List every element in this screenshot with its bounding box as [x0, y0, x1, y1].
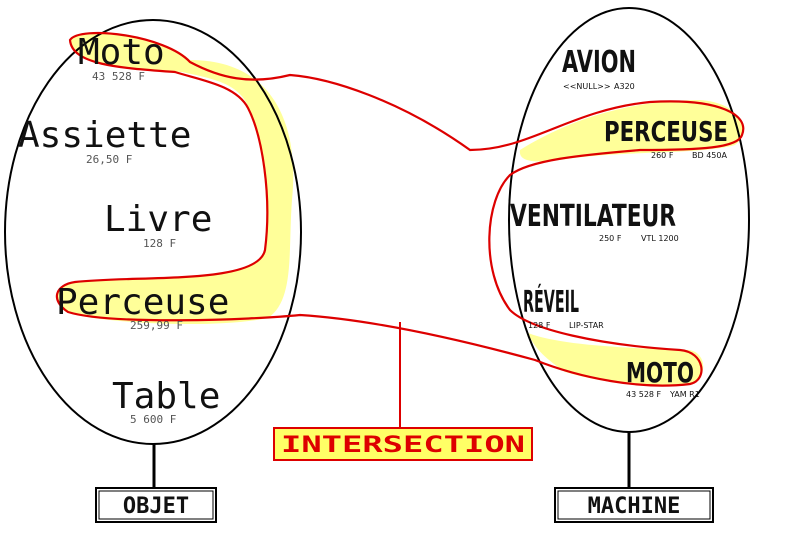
machine-item-name: PERCEUSE — [604, 115, 728, 148]
machine-item-ref: VTL 1200 — [641, 234, 679, 243]
intersection-region-right-top — [519, 100, 743, 162]
intersection-boundary — [55, 31, 745, 387]
machine-item-price: 128 F — [528, 321, 551, 330]
intersection-region-left — [56, 32, 294, 325]
machine-item-ref: BD 450A — [692, 151, 727, 160]
machine-item-price: <<NULL>> — [563, 82, 611, 91]
objet-item-name: Assiette — [18, 115, 191, 156]
machine-item-name: VENTILATEUR — [510, 199, 676, 234]
objet-item-price: 128 F — [143, 237, 176, 250]
machine-label-box — [554, 487, 714, 523]
objet-item-name: Livre — [104, 199, 212, 240]
objet-label: OBJET — [123, 494, 189, 519]
objet-item-price: 26,50 F — [86, 153, 132, 166]
machine-item-ref: YAM R1 — [669, 390, 700, 399]
machine-item-ref: A320 — [614, 82, 635, 91]
objet-item-name: Moto — [78, 32, 165, 73]
machine-item-price: 260 F — [651, 151, 674, 160]
machine-item-name: AVION — [562, 45, 636, 80]
machine-item-price: 43 528 F — [626, 390, 662, 399]
machine-item-name: RÉVEIL — [523, 284, 579, 320]
objet-item-price: 259,99 F — [130, 319, 183, 332]
intersection-label-box — [273, 427, 533, 461]
intersection-label: INTERSECTION — [281, 433, 525, 458]
machine-item-price: 250 F — [599, 234, 622, 243]
objet-label-box — [95, 487, 217, 523]
machine-item-name: MOTO — [626, 356, 694, 389]
objet-item-price: 43 528 F — [92, 70, 145, 83]
objet-item-name: Perceuse — [56, 282, 229, 323]
machine-item-ref: LIP-STAR — [569, 321, 604, 330]
objet-item-price: 5 600 F — [130, 413, 176, 426]
objet-item-name: Table — [112, 376, 220, 417]
machine-label: MACHINE — [588, 494, 681, 519]
